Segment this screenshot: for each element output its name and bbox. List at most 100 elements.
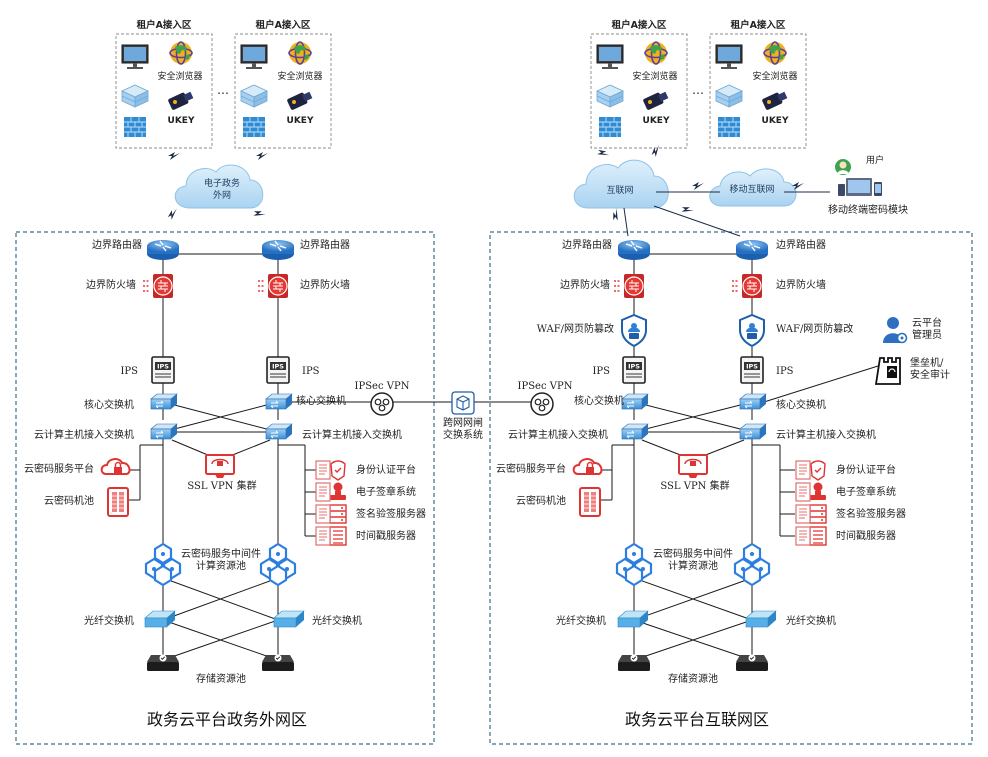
mobile-user-label: 用户 bbox=[866, 156, 885, 166]
mobile-cloud-label: 移动互联网 bbox=[729, 185, 775, 195]
right-doc-icon bbox=[795, 504, 811, 524]
tenant-box-1 bbox=[115, 33, 213, 149]
right-timestamp-icon bbox=[809, 526, 827, 546]
monitor-icon bbox=[240, 44, 268, 70]
right-hsm-pool-icon bbox=[579, 487, 601, 517]
left-router-r-label: 边界路由器 bbox=[300, 240, 350, 251]
zone-border-egov bbox=[15, 231, 435, 745]
left-fiber-l-label: 光纤交换机 bbox=[84, 616, 134, 627]
ukey-icon bbox=[642, 91, 669, 111]
ukey-icon bbox=[761, 91, 788, 111]
internet-links bbox=[600, 253, 879, 661]
tenant-browser-label: 安全浏览器 bbox=[277, 72, 323, 82]
left-core-switch-l-icon bbox=[150, 393, 178, 410]
left-router-l-icon bbox=[146, 239, 180, 261]
left-doc-icon bbox=[315, 526, 331, 546]
left-ipsec-label: IPSec VPN bbox=[354, 381, 410, 392]
left-storage-label: 存储资源池 bbox=[196, 674, 246, 685]
right-svc-1-label: 电子签章系统 bbox=[836, 487, 896, 498]
terminal-stack-icon bbox=[596, 84, 624, 108]
terminal-stack-icon bbox=[240, 84, 268, 108]
left-pool-label-2: 计算资源池 bbox=[196, 561, 246, 572]
right-svc-3-label: 时间戳服务器 bbox=[836, 531, 896, 542]
right-pool-label-1: 云密码服务中间件 bbox=[653, 549, 733, 560]
firewall-wall-icon bbox=[717, 116, 741, 138]
right-router-r-icon bbox=[735, 239, 769, 261]
left-svc-2-label: 签名验签服务器 bbox=[356, 509, 426, 520]
monitor-icon bbox=[121, 44, 149, 70]
tenant-box-2 bbox=[234, 33, 332, 149]
right-fiber-l-label: 光纤交换机 bbox=[556, 616, 606, 627]
ukey-icon bbox=[167, 91, 194, 111]
firewall-wall-icon bbox=[242, 116, 266, 138]
left-core-switch-r-icon bbox=[265, 393, 293, 410]
secure-browser-icon bbox=[169, 41, 193, 65]
left-timestamp-icon bbox=[329, 526, 347, 546]
right-kms-label: 云密码服务平台 bbox=[496, 464, 566, 475]
left-core-r-label: 核心交换机 bbox=[296, 396, 346, 407]
egov-cloud-icon bbox=[174, 164, 264, 209]
right-pool-label-2: 计算资源池 bbox=[668, 561, 718, 572]
tenant-box-4 bbox=[709, 33, 807, 149]
right-ips-l-label: IPS bbox=[592, 366, 610, 377]
egov-links bbox=[128, 253, 540, 661]
right-doc-icon bbox=[795, 526, 811, 546]
left-pool-label-1: 云密码服务中间件 bbox=[181, 549, 261, 560]
left-hsm-label: 云密码机池 bbox=[44, 496, 94, 507]
left-doc-icon bbox=[315, 482, 331, 502]
right-waf-l-label: WAF/网页防篡改 bbox=[536, 324, 614, 335]
right-ips-r-icon bbox=[740, 356, 764, 384]
right-fiber-r-label: 光纤交换机 bbox=[786, 616, 836, 627]
right-firewall-l-icon bbox=[613, 273, 645, 299]
left-access-switch-r-icon bbox=[265, 423, 293, 440]
right-core-r-label: 核心交换机 bbox=[776, 400, 826, 411]
right-storage-l-icon bbox=[617, 654, 651, 672]
tenant-ellipsis-left: … bbox=[217, 83, 229, 97]
left-kms-label: 云密码服务平台 bbox=[24, 464, 94, 475]
right-waf-r-icon bbox=[739, 314, 765, 347]
secure-browser-icon bbox=[763, 41, 787, 65]
tenant-title-4: 租户A接入区 bbox=[730, 20, 786, 31]
right-router-l-icon bbox=[617, 239, 651, 261]
left-ips-r-icon bbox=[266, 356, 290, 384]
egov-cloud-label-2: 外网 bbox=[212, 191, 232, 201]
right-router-r-label: 边界路由器 bbox=[776, 240, 826, 251]
firewall-wall-icon bbox=[123, 116, 147, 138]
left-compute-pool-r-icon bbox=[259, 542, 297, 587]
left-fw-l-label: 边界防火墙 bbox=[86, 280, 136, 291]
left-compute-pool-l-icon bbox=[144, 542, 182, 587]
left-ips-r-label: IPS bbox=[302, 366, 320, 377]
cloud-admin-icon bbox=[883, 317, 908, 344]
right-compute-pool-l-icon bbox=[615, 542, 653, 587]
left-ipsec-vpn-icon bbox=[370, 392, 394, 416]
left-esign-icon bbox=[330, 482, 346, 500]
right-fw-l-label: 边界防火墙 bbox=[560, 280, 610, 291]
internet-cloud-label: 互联网 bbox=[606, 186, 634, 196]
right-ips-l-icon bbox=[622, 356, 646, 384]
left-zone-title: 政务云平台政务外网区 bbox=[146, 710, 308, 729]
mobile-internet-cloud-icon bbox=[709, 168, 797, 207]
right-identity-icon bbox=[810, 460, 826, 481]
right-compute-pool-r-icon bbox=[733, 542, 771, 587]
right-ipsec-label: IPSec VPN bbox=[517, 381, 573, 392]
ukey-icon bbox=[286, 91, 313, 111]
wan-link-icons bbox=[165, 144, 804, 223]
bastion-label-2: 安全审计 bbox=[910, 370, 950, 381]
tenant-ukey-label: UKEY bbox=[167, 116, 195, 126]
terminal-stack-icon bbox=[715, 84, 743, 108]
left-identity-icon bbox=[330, 460, 346, 481]
left-verify-server-icon bbox=[329, 504, 347, 524]
mobile-user-icon bbox=[835, 159, 882, 196]
right-esign-icon bbox=[810, 482, 826, 500]
left-fiber-r-label: 光纤交换机 bbox=[312, 616, 362, 627]
monitor-icon bbox=[596, 44, 624, 70]
left-firewall-l-icon bbox=[142, 273, 174, 299]
right-sslvpn-label: SSL VPN 集群 bbox=[660, 481, 730, 492]
left-firewall-r-icon bbox=[257, 273, 289, 299]
left-fiber-switch-l-icon bbox=[144, 610, 176, 628]
tenant-box-3 bbox=[590, 33, 688, 149]
left-ssl-vpn-icon bbox=[205, 454, 235, 479]
cross-network-gap-icon bbox=[451, 391, 475, 415]
right-svc-2-label: 签名验签服务器 bbox=[836, 509, 906, 520]
right-router-l-label: 边界路由器 bbox=[562, 240, 612, 251]
